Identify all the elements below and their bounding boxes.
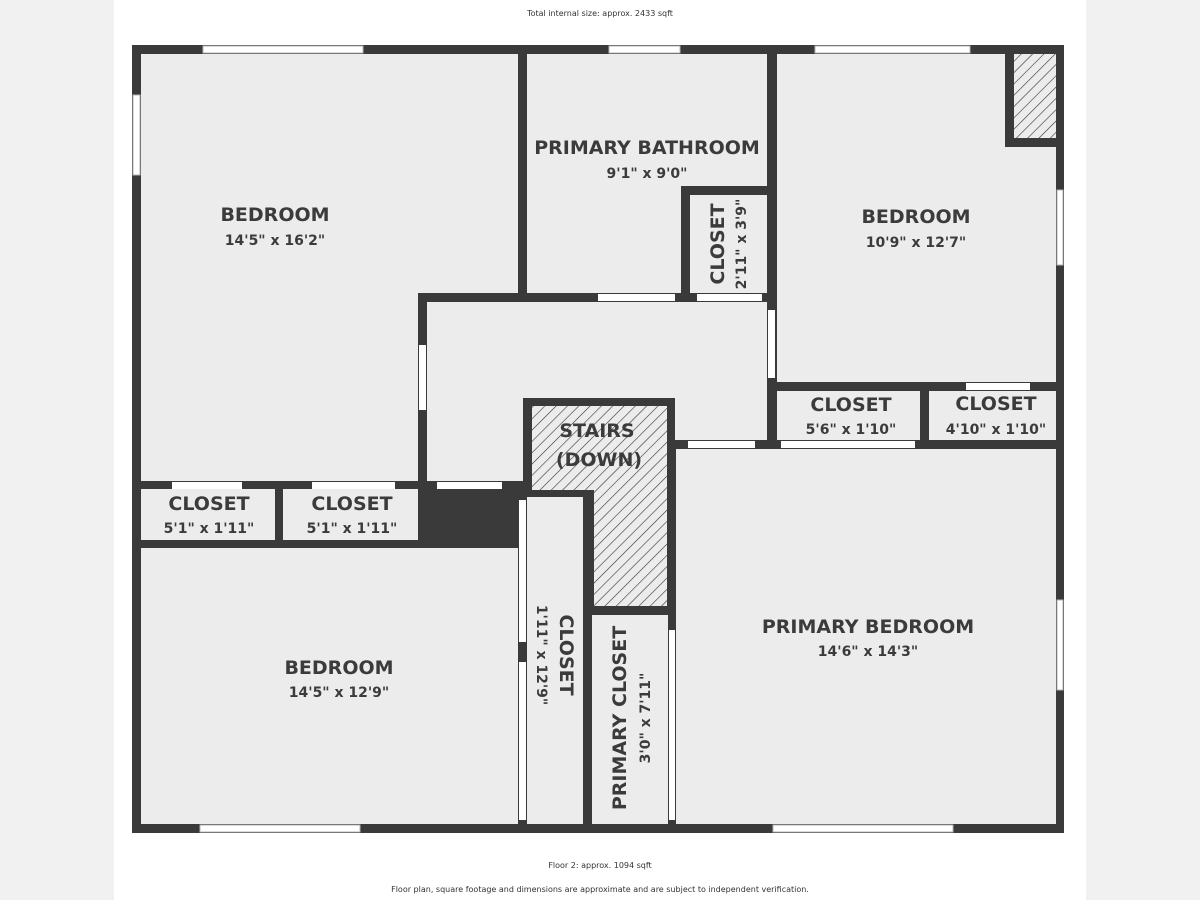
room-label: PRIMARY CLOSET [609,626,631,810]
room-label: CLOSET [955,393,1036,415]
door [768,310,775,378]
door [312,482,395,489]
window [772,824,954,833]
room-label: CLOSET [168,493,249,515]
window [1056,189,1064,266]
closet-right-1 [777,391,920,440]
sliding-door [519,662,526,820]
closet-left-1 [141,489,275,540]
room-dims: 14'5" x 12'9" [289,685,389,701]
chimney [1014,54,1056,138]
door [966,383,1030,390]
primary-bathroom [527,54,767,293]
bathroom-closet [690,195,767,293]
room-label: CLOSET [555,614,577,695]
window [814,45,971,54]
room-dims: 14'6" x 14'3" [818,644,918,660]
window [608,45,681,54]
room-dims: 5'1" x 1'11" [164,521,255,537]
door [172,482,242,489]
door [781,441,915,448]
door [697,294,762,301]
room-dims: 14'5" x 16'2" [225,233,325,249]
primary-bedroom [676,449,1056,824]
primary-closet [592,615,668,824]
total-size-caption: Total internal size: approx. 2433 sqft [526,9,673,18]
room-label: BEDROOM [861,206,970,228]
door [598,294,675,301]
door [688,441,755,448]
window [202,45,364,54]
sliding-door [669,630,675,820]
stairs-label: STAIRS [559,420,634,442]
room-dims: 5'6" x 1'10" [806,422,897,438]
room-dims: 3'0" x 7'11" [638,673,654,764]
room-dims: 1'11" x 12'9" [533,605,549,705]
bedroom-top-right [777,54,1056,382]
stairs-direction: (DOWN) [556,449,642,471]
door [437,482,502,489]
room-dims: 10'9" x 12'7" [866,235,966,251]
window [1056,599,1064,691]
room-label: CLOSET [311,493,392,515]
room-dims: 5'1" x 1'11" [307,521,398,537]
room-dims: 2'11" x 3'9" [734,199,750,290]
closet-right-2 [929,391,1056,440]
room-dims: 9'1" x 9'0" [607,166,688,182]
room-label: PRIMARY BATHROOM [534,137,760,159]
door [419,345,426,410]
room-label: PRIMARY BEDROOM [762,616,974,638]
disclaimer: Floor plan, square footage and dimension… [391,885,809,894]
room-label: CLOSET [810,394,891,416]
stairs [532,406,667,606]
room-dims: 4'10" x 1'10" [946,422,1046,438]
linear-closet [527,497,583,824]
room-label: BEDROOM [284,657,393,679]
floor-size-caption: Floor 2: approx. 1094 sqft [548,861,651,870]
window [199,824,361,833]
bedroom-bottom-left [141,548,518,824]
bedroom-top-left [141,54,518,481]
window [132,94,141,176]
sliding-door [519,500,526,642]
room-label: CLOSET [707,203,729,284]
room-label: BEDROOM [220,204,329,226]
hallway [427,302,767,481]
closet-left-2 [283,489,418,540]
